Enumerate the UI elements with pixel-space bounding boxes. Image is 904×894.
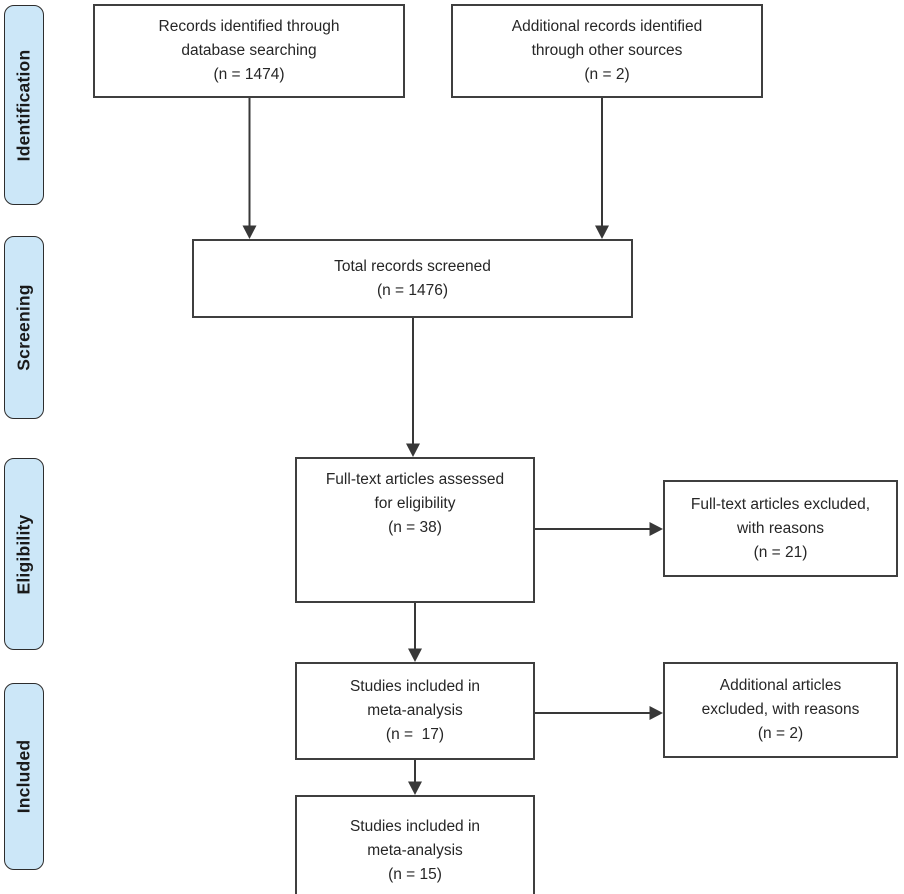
stage-included-label: Included [13, 739, 34, 814]
stage-screening: Screening [4, 236, 44, 419]
box-additional-records-other-sources: Additional records identified through ot… [451, 4, 763, 98]
box-studies-included-meta-17: Studies included in meta-analysis (n = 1… [295, 662, 535, 760]
stage-identification: Identification [4, 5, 44, 205]
box-total-records-screened: Total records screened (n = 1476) [192, 239, 633, 318]
stage-identification-label: Identification [13, 49, 34, 161]
stage-included: Included [4, 683, 44, 870]
stage-eligibility-label: Eligibility [13, 514, 34, 594]
box-records-identified-database: Records identified through database sear… [93, 4, 405, 98]
box-additional-articles-excluded: Additional articles excluded, with reaso… [663, 662, 898, 758]
stage-screening-label: Screening [13, 284, 34, 371]
stage-eligibility: Eligibility [4, 458, 44, 650]
box-fulltext-excluded: Full-text articles excluded, with reason… [663, 480, 898, 577]
box-fulltext-assessed: Full-text articles assessed for eligibil… [295, 457, 535, 603]
box-studies-included-meta-15: Studies included in meta-analysis (n = 1… [295, 795, 535, 894]
